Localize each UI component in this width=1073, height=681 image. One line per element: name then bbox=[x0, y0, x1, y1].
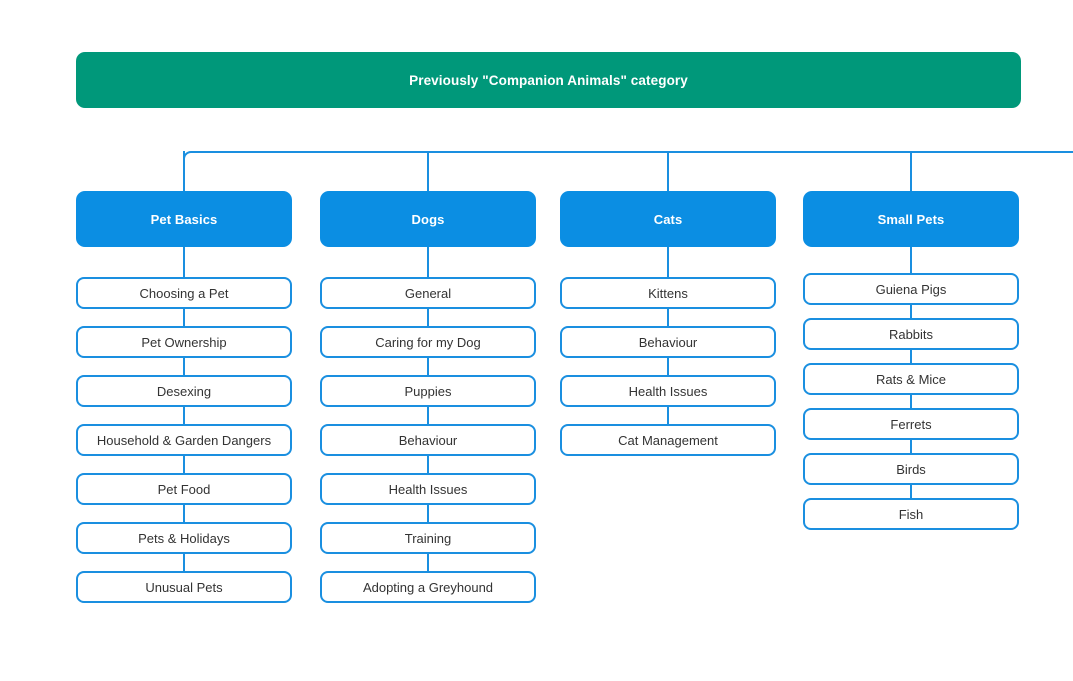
tree-node-label: Caring for my Dog bbox=[375, 334, 481, 350]
tree-node-label: Pet Ownership bbox=[141, 334, 227, 350]
column-header-label: Cats bbox=[653, 211, 683, 227]
tree-node[interactable]: Desexing bbox=[76, 375, 292, 407]
tree-node-label: Choosing a Pet bbox=[139, 285, 229, 301]
connector-drop-1 bbox=[427, 151, 429, 191]
connector-line bbox=[667, 247, 669, 277]
tree-node-label: Rabbits bbox=[888, 326, 934, 342]
tree-node-label: Desexing bbox=[156, 383, 212, 399]
tree-node[interactable]: General bbox=[320, 277, 536, 309]
tree-node[interactable]: Cat Management bbox=[560, 424, 776, 456]
tree-node[interactable]: Fish bbox=[803, 498, 1019, 530]
connector-line bbox=[910, 485, 912, 498]
tree-node[interactable]: Birds bbox=[803, 453, 1019, 485]
tree-node-label: Pets & Holidays bbox=[138, 530, 230, 546]
connector-bus bbox=[183, 151, 1073, 191]
column-header-0[interactable]: Pet Basics bbox=[76, 191, 292, 247]
tree-node-label: Health Issues bbox=[388, 481, 468, 497]
column-header-label: Dogs bbox=[411, 211, 445, 227]
tree-node[interactable]: Rabbits bbox=[803, 318, 1019, 350]
tree-node[interactable]: Puppies bbox=[320, 375, 536, 407]
tree-node[interactable]: Behaviour bbox=[320, 424, 536, 456]
tree-node[interactable]: Training bbox=[320, 522, 536, 554]
tree-node-label: Puppies bbox=[404, 383, 452, 399]
tree-node-label: General bbox=[404, 285, 452, 301]
column-header-2[interactable]: Cats bbox=[560, 191, 776, 247]
tree-node-label: Ferrets bbox=[890, 416, 932, 432]
tree-node-label: Rats & Mice bbox=[875, 371, 947, 387]
tree-node-label: Behaviour bbox=[638, 334, 698, 350]
tree-node[interactable]: Pets & Holidays bbox=[76, 522, 292, 554]
tree-node-label: Fish bbox=[898, 506, 924, 522]
tree-node-label: Unusual Pets bbox=[145, 579, 223, 595]
tree-node[interactable]: Household & Garden Dangers bbox=[76, 424, 292, 456]
tree-node[interactable]: Caring for my Dog bbox=[320, 326, 536, 358]
tree-node[interactable]: Rats & Mice bbox=[803, 363, 1019, 395]
connector-line bbox=[183, 309, 185, 326]
connector-line bbox=[427, 407, 429, 424]
connector-drop-2 bbox=[667, 151, 669, 191]
connector-line bbox=[427, 247, 429, 277]
connector-drop-3 bbox=[910, 151, 912, 191]
tree-node[interactable]: Health Issues bbox=[320, 473, 536, 505]
root-category-label: Previously "Companion Animals" category bbox=[409, 72, 688, 88]
tree-node[interactable]: Guiena Pigs bbox=[803, 273, 1019, 305]
tree-node[interactable]: Unusual Pets bbox=[76, 571, 292, 603]
tree-node-label: Adopting a Greyhound bbox=[362, 579, 494, 595]
connector-line bbox=[427, 456, 429, 473]
tree-node[interactable]: Pet Food bbox=[76, 473, 292, 505]
connector-line bbox=[667, 358, 669, 375]
column-header-label: Pet Basics bbox=[150, 211, 218, 227]
tree-node-label: Kittens bbox=[648, 285, 688, 301]
connector-line bbox=[183, 358, 185, 375]
column-header-1[interactable]: Dogs bbox=[320, 191, 536, 247]
tree-node-label: Training bbox=[404, 530, 452, 546]
connector-drop-0 bbox=[183, 151, 185, 191]
root-category-node[interactable]: Previously "Companion Animals" category bbox=[76, 52, 1021, 108]
connector-line bbox=[910, 395, 912, 408]
tree-node[interactable]: Pet Ownership bbox=[76, 326, 292, 358]
connector-line bbox=[183, 505, 185, 522]
connector-line bbox=[667, 407, 669, 424]
column-header-3[interactable]: Small Pets bbox=[803, 191, 1019, 247]
tree-node-label: Health Issues bbox=[628, 383, 708, 399]
tree-node[interactable]: Adopting a Greyhound bbox=[320, 571, 536, 603]
connector-line bbox=[427, 309, 429, 326]
tree-node-label: Birds bbox=[896, 461, 926, 477]
tree-node[interactable]: Health Issues bbox=[560, 375, 776, 407]
connector-line bbox=[910, 350, 912, 363]
connector-line bbox=[910, 440, 912, 453]
tree-node-label: Pet Food bbox=[157, 481, 211, 497]
connector-line bbox=[910, 247, 912, 273]
connector-line bbox=[427, 554, 429, 571]
tree-node-label: Household & Garden Dangers bbox=[96, 432, 272, 448]
connector-line bbox=[427, 358, 429, 375]
connector-line bbox=[183, 247, 185, 277]
connector-line bbox=[183, 554, 185, 571]
tree-node-label: Behaviour bbox=[398, 432, 458, 448]
connector-line bbox=[183, 456, 185, 473]
connector-line bbox=[183, 407, 185, 424]
tree-node[interactable]: Ferrets bbox=[803, 408, 1019, 440]
tree-node[interactable]: Kittens bbox=[560, 277, 776, 309]
tree-node[interactable]: Choosing a Pet bbox=[76, 277, 292, 309]
connector-line bbox=[427, 505, 429, 522]
connector-line bbox=[667, 309, 669, 326]
column-header-label: Small Pets bbox=[877, 211, 945, 227]
tree-node[interactable]: Behaviour bbox=[560, 326, 776, 358]
tree-node-label: Cat Management bbox=[618, 432, 718, 448]
connector-line bbox=[910, 305, 912, 318]
tree-node-label: Guiena Pigs bbox=[875, 281, 947, 297]
